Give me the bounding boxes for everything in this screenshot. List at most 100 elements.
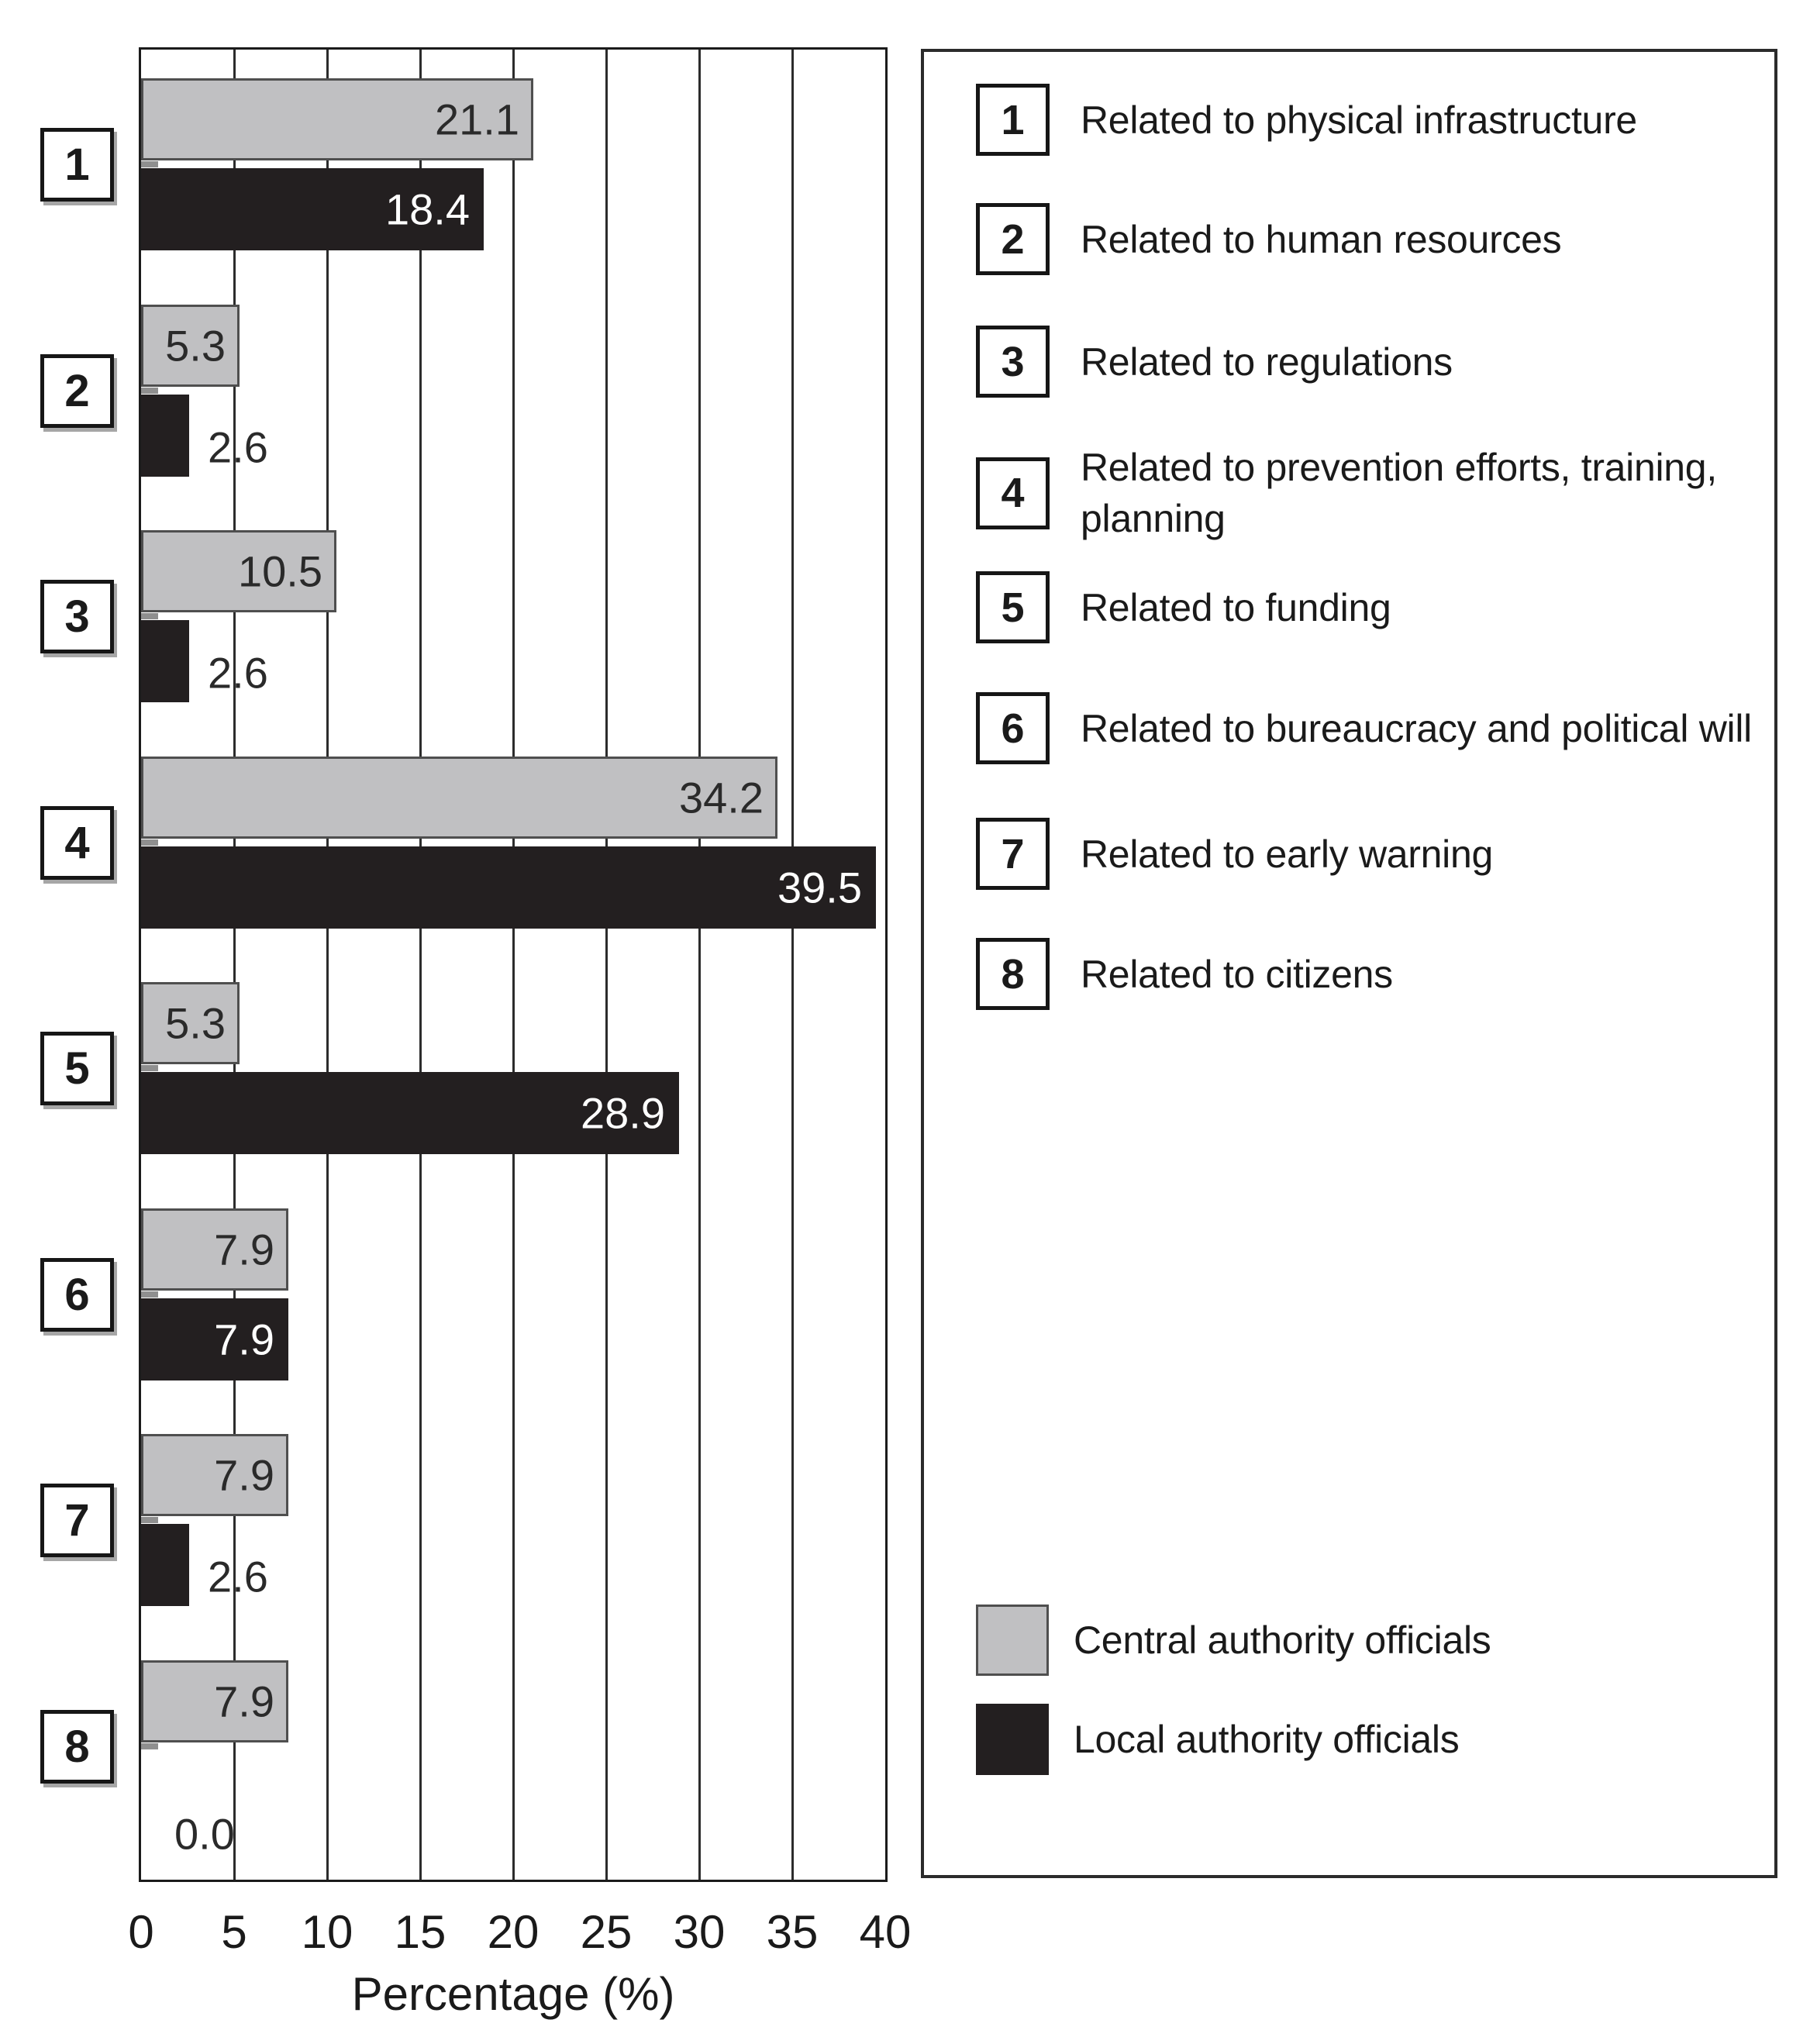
x-tick-0: 0: [128, 1906, 154, 1958]
bar-local-cat3: [141, 620, 189, 702]
legend-number-box-5: 5: [976, 571, 1050, 643]
value-label-central-cat3: 10.5: [238, 546, 322, 596]
bar-local-cat1: [141, 168, 484, 250]
bar-row-central-cat2: 5.3: [141, 304, 885, 387]
legend-number-box-4: 4: [976, 457, 1050, 529]
legend-item-label-6: Related to bureaucracy and political wil…: [1081, 706, 1752, 750]
legend-number: 3: [1001, 338, 1025, 385]
category-box-4: 4: [40, 805, 114, 880]
legend-series-central: Central authority officials: [976, 1605, 1760, 1676]
bar-row-local-cat7: 2.6: [141, 1524, 885, 1606]
legend-number: 7: [1001, 830, 1025, 877]
legend-number: 2: [1001, 215, 1025, 263]
category-number: 7: [64, 1495, 90, 1546]
bar-row-local-cat6: 7.9: [141, 1298, 885, 1380]
legend-number-box-3: 3: [976, 326, 1050, 398]
value-label-central-cat4: 34.2: [679, 773, 764, 822]
category-number: 6: [64, 1269, 90, 1320]
value-label-local-cat6: 7.9: [214, 1315, 274, 1363]
legend-item-label-8: Related to citizens: [1081, 952, 1393, 996]
bar-row-central-cat7: 7.9: [141, 1434, 885, 1516]
local-series-swatch: [976, 1704, 1049, 1775]
value-label-central-cat5: 5.3: [165, 998, 226, 1048]
value-label-central-cat1: 21.1: [435, 95, 519, 144]
value-label-central-cat7: 7.9: [214, 1450, 274, 1500]
x-tick-25: 25: [580, 1906, 633, 1958]
category-box-3: 3: [40, 580, 114, 653]
plot-area: 21.1 18.4 5.3 2.6 10.5 2.6 34.2 39.5 5.3 28.9 7.9 7…: [139, 47, 888, 1882]
category-axis-tick-6: [141, 1291, 158, 1298]
central-series-swatch: [976, 1605, 1049, 1676]
bar-local-cat6: [141, 1298, 288, 1380]
bar-row-central-cat5: 5.3: [141, 982, 885, 1064]
gridline-10: [326, 50, 329, 1880]
bar-row-local-cat2: 2.6: [141, 394, 885, 477]
bar-row-local-cat5: 28.9: [141, 1072, 885, 1154]
legend-item-label-4: Related to prevention efforts, training,…: [1081, 446, 1717, 540]
bar-row-central-cat4: 34.2: [141, 756, 885, 839]
gridline-5: [233, 50, 236, 1880]
bar-row-central-cat3: 10.5: [141, 530, 885, 612]
x-tick-40: 40: [859, 1906, 912, 1958]
bar-central-cat5: [141, 982, 240, 1064]
legend-number: 5: [1001, 584, 1025, 631]
bar-central-cat8: [141, 1660, 288, 1742]
legend-item-8: 8 Related to citizens: [976, 938, 1760, 1010]
value-label-local-cat1: 18.4: [385, 184, 470, 234]
legend-item-2: 2 Related to human resources: [976, 203, 1760, 275]
category-number: 8: [64, 1721, 90, 1772]
category-number: 1: [64, 140, 90, 190]
bar-row-central-cat8: 7.9: [141, 1660, 885, 1742]
category-axis-tick-1: [141, 161, 158, 167]
category-box-8: 8: [40, 1709, 114, 1784]
category-box-5: 5: [40, 1032, 114, 1105]
legend-number-box-2: 2: [976, 203, 1050, 275]
gridline-25: [605, 50, 608, 1880]
gridline-20: [512, 50, 515, 1880]
bar-row-central-cat1: 21.1: [141, 78, 885, 160]
x-tick-30: 30: [673, 1906, 726, 1958]
category-axis-tick-3: [141, 613, 158, 619]
bar-local-cat4: [141, 846, 876, 929]
category-box-6: 6: [40, 1257, 114, 1332]
legend-number-box-7: 7: [976, 818, 1050, 890]
legend-number: 8: [1001, 950, 1025, 998]
legend-item-3: 3 Related to regulations: [976, 326, 1760, 398]
bar-row-local-cat1: 18.4: [141, 168, 885, 250]
bar-row-local-cat3: 2.6: [141, 620, 885, 702]
legend-number: 6: [1001, 705, 1025, 752]
gridline-15: [419, 50, 422, 1880]
x-axis-title: Percentage (%): [351, 1968, 675, 2020]
legend-series-label-local: Local authority officials: [1074, 1718, 1460, 1761]
legend-number: 1: [1001, 96, 1025, 143]
category-number: 2: [64, 365, 90, 416]
gridline-30: [698, 50, 701, 1880]
legend-item-label-1: Related to physical infrastructure: [1081, 98, 1637, 142]
bar-central-cat2: [141, 304, 240, 387]
category-axis-tick-2: [141, 387, 158, 394]
category-axis-tick-5: [141, 1065, 158, 1071]
category-box-7: 7: [40, 1484, 114, 1557]
value-label-local-cat4: 39.5: [777, 863, 862, 912]
legend-item-1: 1 Related to physical infrastructure: [976, 84, 1760, 156]
value-label-central-cat2: 5.3: [165, 321, 226, 370]
bar-central-cat3: [141, 530, 336, 612]
category-axis-tick-7: [141, 1517, 158, 1523]
bar-central-cat1: [141, 78, 533, 160]
value-label-local-cat8: 0.0: [174, 1809, 235, 1858]
legend-item-label-2: Related to human resources: [1081, 217, 1562, 261]
legend-number-box-6: 6: [976, 692, 1050, 764]
value-label-local-cat2: 2.6: [208, 422, 268, 471]
legend-item-label-3: Related to regulations: [1081, 340, 1453, 384]
category-number: 4: [64, 817, 90, 868]
bar-row-central-cat6: 7.9: [141, 1208, 885, 1291]
value-label-central-cat8: 7.9: [214, 1677, 274, 1725]
value-label-local-cat5: 28.9: [581, 1088, 665, 1138]
category-axis-tick-8: [141, 1742, 158, 1749]
category-number: 3: [64, 591, 90, 642]
legend-item-6: 6 Related to bureaucracy and political wi…: [976, 692, 1760, 764]
x-tick-10: 10: [301, 1906, 353, 1958]
category-box-2: 2: [40, 353, 114, 428]
